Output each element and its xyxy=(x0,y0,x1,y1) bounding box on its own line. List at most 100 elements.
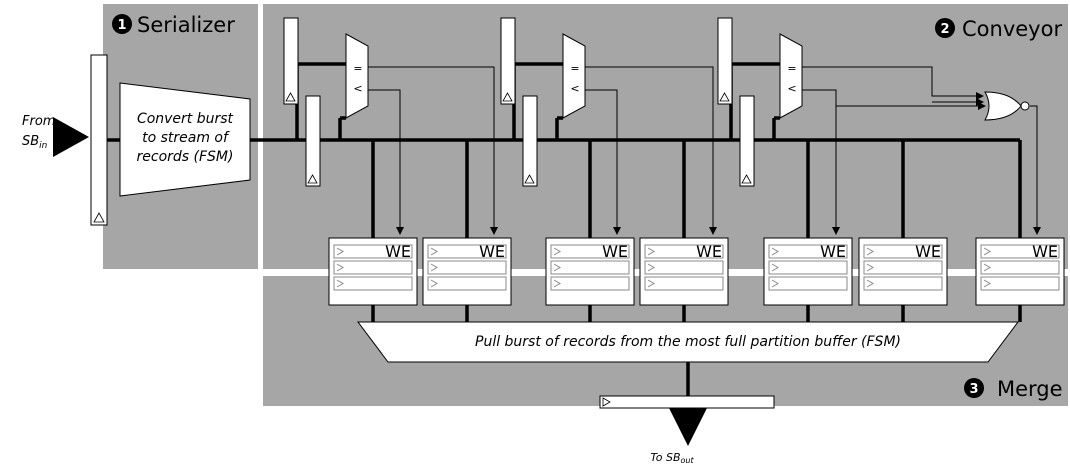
conveyor-region xyxy=(263,4,1068,269)
comparator-lt: < xyxy=(570,82,579,95)
clock-triangle-icon xyxy=(741,174,752,184)
buffer-slot xyxy=(427,244,507,259)
write-enable-label: WE xyxy=(385,242,411,261)
conveyor-registers xyxy=(283,17,755,187)
buffer-slot xyxy=(550,244,630,259)
partition-buffer: WE xyxy=(545,237,635,306)
buffer-slot xyxy=(644,244,724,259)
clock-triangle-icon xyxy=(771,263,779,272)
clock-triangle-icon xyxy=(983,247,991,256)
serializer-heading: 1 Serializer xyxy=(112,13,235,37)
output-register xyxy=(599,395,775,409)
serializer-fsm-line-2: to stream of xyxy=(142,130,230,146)
output-label: To SBout xyxy=(650,451,694,465)
serializer-input-register xyxy=(90,54,108,226)
partition-buffers: WE WE WE WE WE WE WE xyxy=(328,237,1065,306)
buffer-slot xyxy=(768,244,848,259)
nor-gate-icon xyxy=(984,91,1030,121)
buffer-slot xyxy=(980,260,1060,275)
buffer-slot xyxy=(644,276,724,291)
merge-title: Merge xyxy=(997,377,1063,401)
clock-triangle-icon xyxy=(771,279,779,288)
clock-triangle-icon xyxy=(866,279,874,288)
partition-buffer: WE xyxy=(639,237,729,306)
write-enable-label: WE xyxy=(820,242,846,261)
buffer-slot xyxy=(333,244,413,259)
control-wires xyxy=(368,66,1041,235)
buffer-slot xyxy=(427,276,507,291)
buffer-slot xyxy=(980,244,1060,259)
buffer-slot xyxy=(863,276,943,291)
buffer-slot xyxy=(333,276,413,291)
clock-triangle-icon xyxy=(336,279,344,288)
clock-triangle-icon xyxy=(866,263,874,272)
clock-triangle-icon xyxy=(524,174,535,184)
pivot-register xyxy=(500,17,516,105)
serializer-fsm-line-1: Convert burst xyxy=(137,111,234,127)
buffer-slot xyxy=(550,260,630,275)
comparator: = < xyxy=(779,33,803,119)
clock-triangle-icon xyxy=(553,263,561,272)
clock-triangle-icon xyxy=(93,212,105,223)
conveyor-heading: 2 Conveyor xyxy=(935,17,1062,41)
clock-triangle-icon xyxy=(430,263,438,272)
buffer-slot xyxy=(768,260,848,275)
clock-triangle-icon xyxy=(771,247,779,256)
clock-triangle-icon xyxy=(336,247,344,256)
write-enable-label: WE xyxy=(1032,242,1058,261)
comparator-lt: < xyxy=(787,82,796,95)
clock-triangle-icon xyxy=(647,279,655,288)
serializer-number: 1 xyxy=(117,18,126,33)
serializer-fsm-line-3: records (FSM) xyxy=(137,149,234,165)
partition-buffer: WE xyxy=(328,237,418,306)
comparator: = < xyxy=(562,33,586,119)
comparator-eq: = xyxy=(570,62,579,75)
buffer-slot xyxy=(980,276,1060,291)
clock-triangle-icon xyxy=(553,279,561,288)
comparator-eq: = xyxy=(353,62,362,75)
clock-triangle-icon xyxy=(502,92,513,102)
stage-register xyxy=(739,95,755,187)
buffer-slot xyxy=(863,244,943,259)
write-enable-label: WE xyxy=(696,242,722,261)
pivot-register xyxy=(283,17,299,105)
merge-heading: 3 Merge xyxy=(964,377,1063,401)
partition-buffer: WE xyxy=(422,237,512,306)
output-arrow-icon xyxy=(669,408,707,446)
pivot-register xyxy=(717,17,733,105)
clock-triangle-icon xyxy=(647,247,655,256)
clock-triangle-icon xyxy=(307,174,318,184)
buffer-slot xyxy=(863,260,943,275)
clock-triangle-icon xyxy=(983,279,991,288)
input-arrow-icon xyxy=(53,117,89,157)
input-label: From SBin xyxy=(22,114,55,151)
partition-buffer: WE xyxy=(975,237,1065,306)
clock-triangle-icon xyxy=(430,279,438,288)
serializer-fsm-block xyxy=(119,82,251,197)
serializer-title: Serializer xyxy=(137,13,235,37)
merge-number: 3 xyxy=(969,382,978,397)
partition-buffer: WE xyxy=(858,237,948,306)
clock-triangle-icon xyxy=(866,247,874,256)
stage-register xyxy=(305,95,321,187)
comparator-lt: < xyxy=(353,82,362,95)
merge-fsm-label: Pull burst of records from the most full… xyxy=(475,334,901,350)
clock-triangle-icon xyxy=(430,247,438,256)
write-enable-label: WE xyxy=(479,242,505,261)
conveyor-title: Conveyor xyxy=(962,17,1062,41)
clock-triangle-icon xyxy=(602,397,611,407)
buffer-slot xyxy=(427,260,507,275)
buffer-slot xyxy=(644,260,724,275)
conveyor-number: 2 xyxy=(940,22,949,37)
partition-buffer: WE xyxy=(763,237,853,306)
merge-fsm-block xyxy=(357,321,1019,363)
input-from: From xyxy=(22,114,55,129)
clock-triangle-icon xyxy=(647,263,655,272)
buffer-slot xyxy=(550,276,630,291)
clock-triangle-icon xyxy=(336,263,344,272)
input-sb: SBin xyxy=(22,134,48,151)
write-enable-label: WE xyxy=(915,242,941,261)
comparator: = < xyxy=(345,33,369,119)
clock-triangle-icon xyxy=(719,92,730,102)
buffer-slot xyxy=(333,260,413,275)
